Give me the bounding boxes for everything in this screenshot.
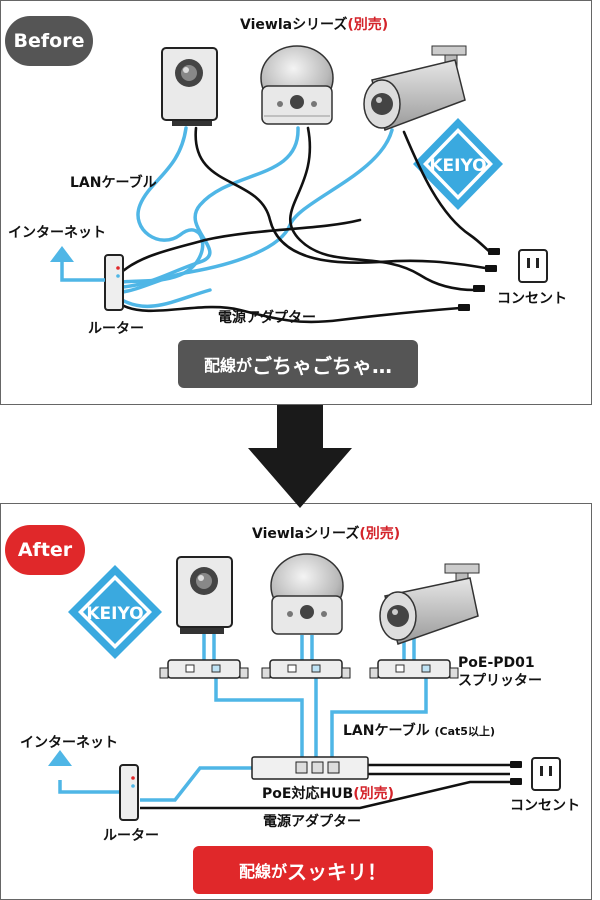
power-cables-after (140, 763, 512, 810)
router-label-after: ルーター (103, 828, 159, 844)
before-badge: Before (5, 16, 93, 66)
series-name-before: Viewlaシリーズ (240, 17, 348, 33)
caption-after-prefix: 配線が (238, 862, 287, 881)
cube-camera-before (161, 47, 218, 126)
keiyo-logo-before: KEIYO (413, 118, 503, 210)
caption-before-prefix: 配線が (203, 356, 252, 375)
series-note-after: (別売) (359, 526, 401, 542)
keiyo-logo-after: KEIYO (68, 565, 162, 659)
lan-cables-before (120, 126, 394, 309)
hub-label: PoE対応HUB(別売) (262, 783, 394, 803)
outlet-label-after: コンセント (510, 798, 580, 814)
lan-cable-label-before: LANケーブル (70, 175, 157, 191)
router-label-before: ルーター (88, 321, 144, 337)
caption-after-main: スッキリ！ (287, 859, 387, 884)
hub-name: PoE対応HUB (262, 786, 354, 802)
hub-note: (別売) (353, 786, 394, 802)
splitter-label: PoE-PD01 スプリッター (458, 654, 542, 690)
lan-cable-note-after: (Cat5以上) (434, 725, 495, 738)
cube-camera-after (176, 556, 233, 634)
splitter-name: スプリッター (458, 673, 542, 689)
lan-cable-label-after: LANケーブル (Cat5以上) (343, 720, 495, 740)
series-title-before: Viewlaシリーズ(別売) (240, 14, 388, 34)
internet-label-before: インターネット (8, 225, 106, 241)
dome-camera-before (260, 45, 334, 125)
power-adapter-label-before: 電源アダプター (218, 310, 316, 326)
keiyo-logo-text-after: KEIYO (86, 604, 143, 624)
splitter-1 (159, 659, 249, 679)
lan-cables-after (58, 634, 428, 802)
splitter-2 (261, 659, 351, 679)
caption-before: 配線がごちゃごちゃ… (178, 340, 418, 388)
down-arrow (248, 405, 352, 508)
power-adapter-label-after: 電源アダプター (263, 814, 361, 830)
series-name-after: Viewlaシリーズ (252, 526, 360, 542)
bullet-camera-before (363, 45, 467, 131)
plugs-before (458, 248, 500, 311)
internet-arrow-after (48, 750, 72, 766)
power-cables-before (116, 126, 492, 324)
poe-hub (251, 756, 369, 780)
caption-after: 配線がスッキリ！ (193, 846, 433, 894)
internet-arrow-before (50, 246, 105, 282)
splitter-3 (369, 659, 459, 679)
internet-label-after: インターネット (20, 735, 118, 751)
keiyo-logo-text-before: KEIYO (429, 156, 486, 176)
router-before (104, 254, 124, 311)
plugs-after (510, 761, 522, 785)
after-badge: After (5, 525, 85, 575)
outlet-after (531, 757, 561, 791)
bullet-camera-after (379, 563, 480, 645)
dome-camera-after (270, 553, 344, 635)
splitter-model: PoE-PD01 (458, 655, 535, 671)
outlet-label-before: コンセント (497, 291, 567, 307)
outlet-before (518, 249, 548, 283)
router-after (119, 764, 139, 821)
caption-before-main: ごちゃごちゃ… (252, 353, 392, 378)
lan-cable-text-after: LANケーブル (343, 723, 430, 739)
series-title-after: Viewlaシリーズ(別売) (252, 523, 400, 543)
series-note-before: (別売) (347, 17, 389, 33)
